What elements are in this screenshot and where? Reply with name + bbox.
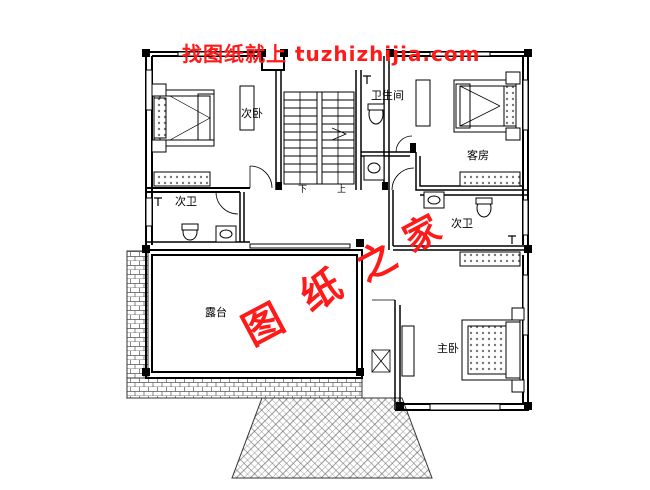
center-watermark: 图 纸 之 家 bbox=[235, 208, 448, 355]
windows bbox=[145, 51, 529, 411]
watermark-char-2: 纸 bbox=[293, 261, 350, 320]
doors bbox=[215, 135, 415, 373]
site-watermark: 找图纸就上 tuzhizhijia.com bbox=[182, 42, 481, 66]
label-terrace: 露台 bbox=[205, 306, 227, 319]
label-bath-left: 次卫 bbox=[175, 195, 197, 208]
label-master-bedroom: 主卧 bbox=[437, 342, 459, 355]
label-bath-right: 次卫 bbox=[451, 217, 473, 230]
label-bathroom-top: 卫生间 bbox=[371, 89, 404, 102]
wall-markers bbox=[154, 75, 516, 244]
stair-up-label: 上 bbox=[337, 185, 347, 195]
label-guest-room: 客房 bbox=[467, 149, 489, 162]
label-bedroom-left: 次卧 bbox=[241, 107, 263, 120]
bed-guest bbox=[453, 71, 521, 141]
bathroom-fixtures bbox=[181, 103, 493, 243]
wardrobes bbox=[153, 79, 521, 377]
watermark-char-4: 家 bbox=[397, 208, 448, 261]
columns bbox=[142, 49, 532, 410]
stair-down-label: 下 bbox=[298, 185, 308, 195]
interior-walls bbox=[146, 56, 528, 410]
bed-left bbox=[151, 83, 215, 153]
bed-master bbox=[461, 307, 525, 393]
watermark-char-1: 图 bbox=[235, 295, 292, 354]
terrace-roof-tiles bbox=[126, 250, 433, 479]
staircase bbox=[283, 91, 355, 185]
